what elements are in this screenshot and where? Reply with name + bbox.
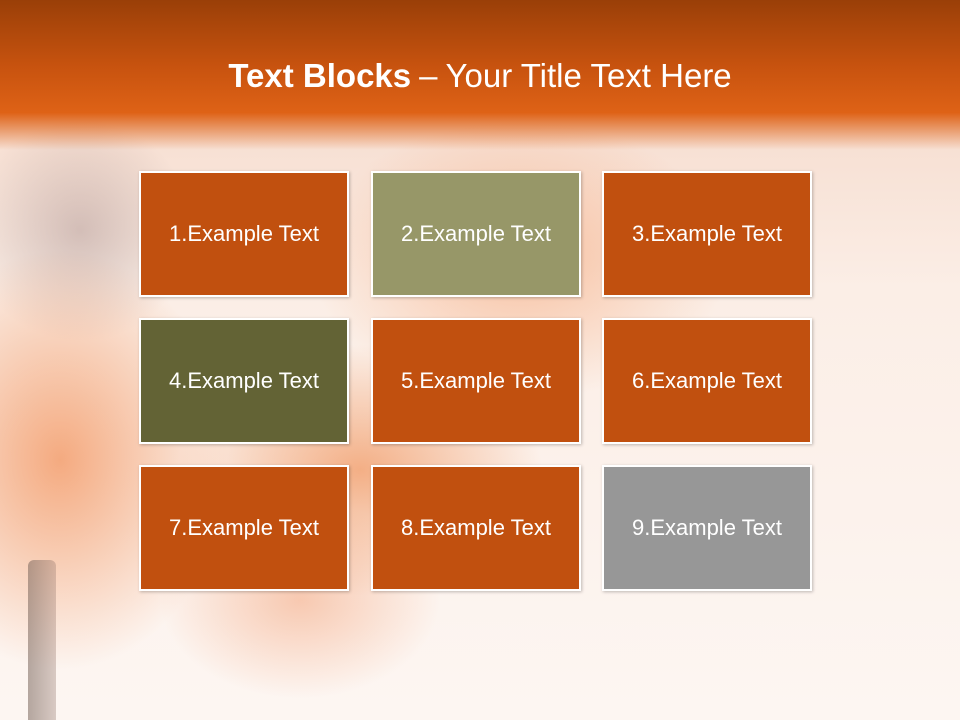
text-block-label: 1.Example Text: [168, 221, 319, 246]
flower-stem-decoration: [28, 560, 56, 720]
slide-title: Text Blocks–Your Title Text Here: [0, 52, 960, 100]
text-block-label: 6.Example Text: [631, 368, 782, 393]
text-block-label: 5.Example Text: [400, 368, 551, 393]
text-block-label: 9.Example Text: [631, 515, 782, 540]
title-dash: –: [419, 57, 438, 94]
text-block-5[interactable]: 5.Example Text: [371, 318, 581, 444]
text-block-3[interactable]: 3.Example Text: [602, 171, 812, 297]
title-rest-part: Your Title Text Here: [445, 57, 732, 94]
text-block-label: 4.Example Text: [168, 368, 319, 393]
text-block-8[interactable]: 8.Example Text: [371, 465, 581, 591]
title-bold-part: Text Blocks: [228, 57, 412, 94]
text-block-label: 2.Example Text: [400, 221, 551, 246]
text-block-9[interactable]: 9.Example Text: [602, 465, 812, 591]
text-block-4[interactable]: 4.Example Text: [139, 318, 349, 444]
text-block-2[interactable]: 2.Example Text: [371, 171, 581, 297]
header-band: [0, 0, 960, 150]
text-block-6[interactable]: 6.Example Text: [602, 318, 812, 444]
text-block-label: 7.Example Text: [168, 515, 319, 540]
text-block-1[interactable]: 1.Example Text: [139, 171, 349, 297]
text-block-label: 3.Example Text: [631, 221, 782, 246]
text-block-7[interactable]: 7.Example Text: [139, 465, 349, 591]
text-block-label: 8.Example Text: [400, 515, 551, 540]
